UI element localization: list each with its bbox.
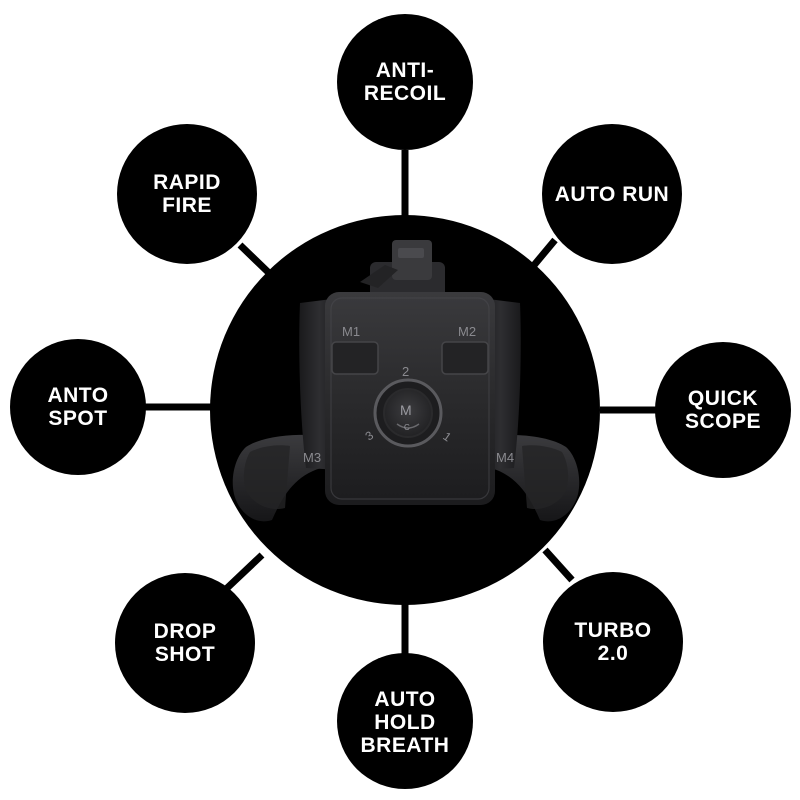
label-m3: M3 (303, 450, 321, 465)
connector-lines (140, 150, 660, 658)
dial-center-m: M (400, 402, 412, 418)
label-m1: M1 (342, 324, 360, 339)
dial-position-2: 2 (402, 364, 409, 379)
feature-circle-drop-shot (115, 573, 255, 713)
connector-turbo (542, 547, 575, 583)
feature-circle-quick-scope (655, 342, 791, 478)
dial-center-c: C (404, 423, 410, 432)
feature-circle-rapid-fire (117, 124, 257, 264)
button-m1 (331, 341, 379, 375)
feature-circle-auto-hold-breath (337, 653, 473, 789)
feature-circle-anti-recoil (337, 14, 473, 150)
button-m2 (441, 341, 489, 375)
connector-rapid-fire (237, 242, 271, 275)
controller-device (232, 240, 580, 522)
mode-dial-knob (383, 388, 433, 438)
label-m4: M4 (496, 450, 514, 465)
connector-drop-shot (222, 552, 265, 593)
feature-circle-anto-spot (10, 339, 146, 475)
feature-circle-auto-run (542, 124, 682, 264)
feature-circle-turbo (543, 572, 683, 712)
label-m2: M2 (458, 324, 476, 339)
